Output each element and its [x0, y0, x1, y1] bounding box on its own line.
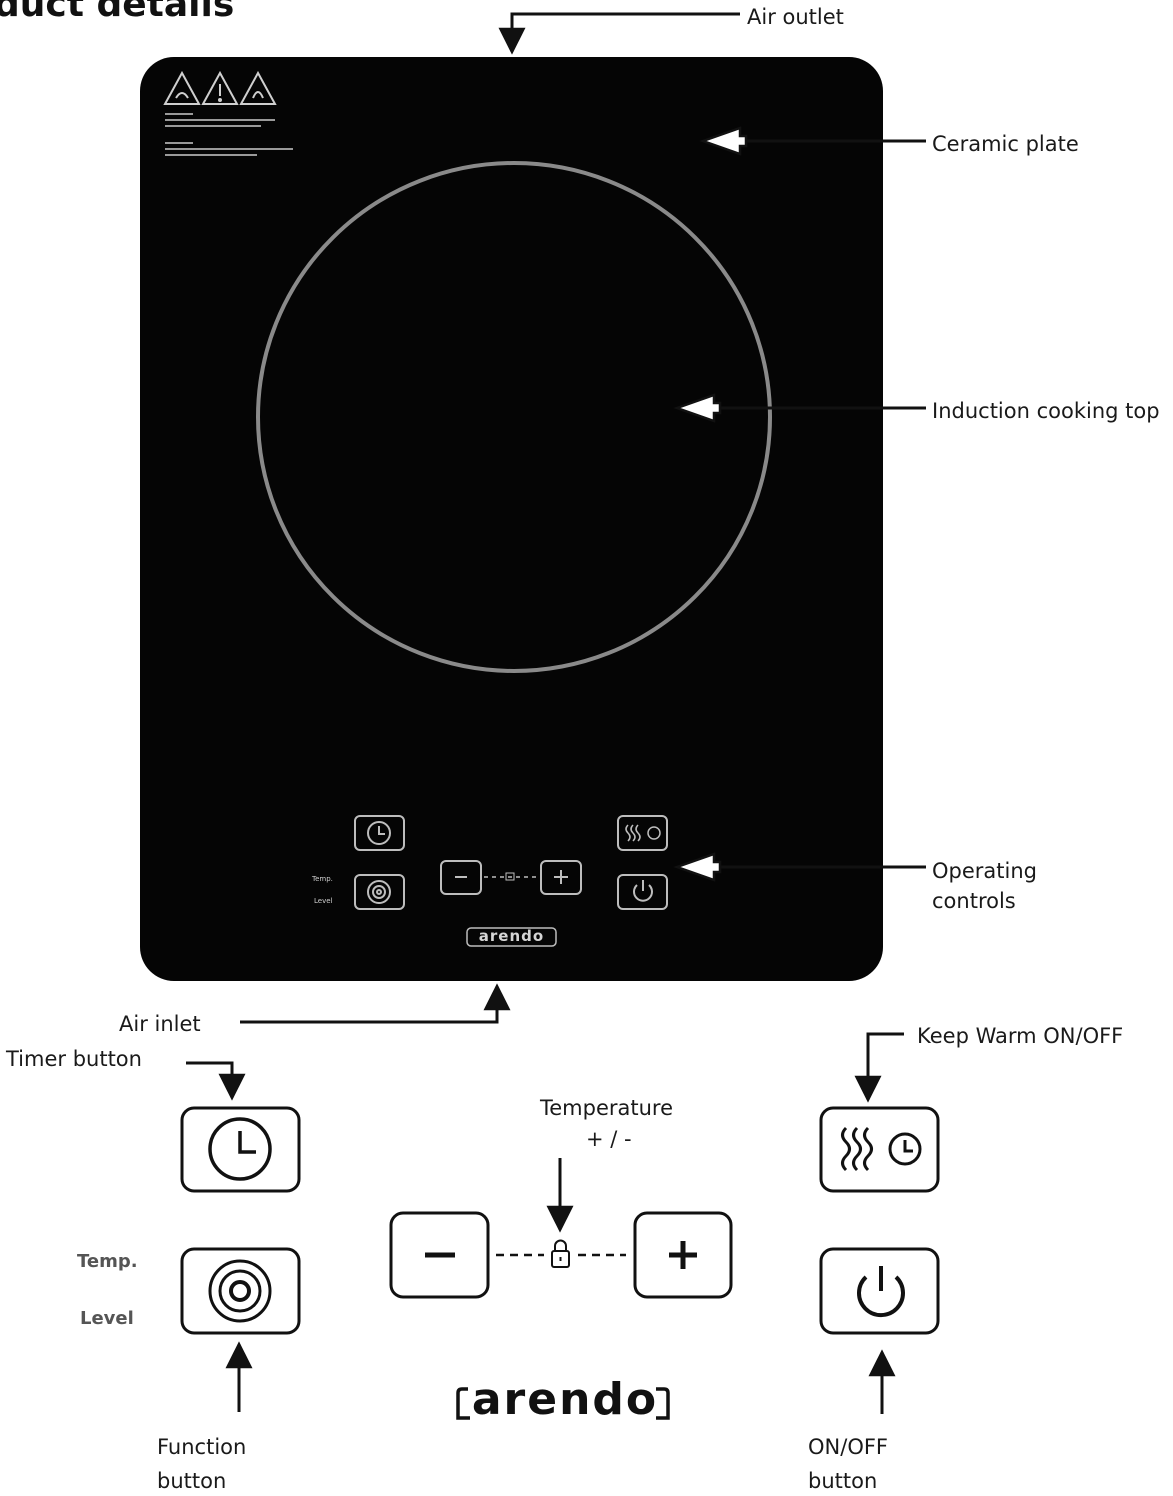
- ceramic-plate-label: Ceramic plate: [932, 132, 1079, 156]
- power-button-large: [819, 1247, 940, 1335]
- induction-top-arrow: [673, 393, 926, 423]
- air-outlet-label: Air outlet: [747, 5, 844, 29]
- air-inlet-leader: [240, 983, 511, 1024]
- clock-icon: [208, 1117, 272, 1181]
- plate-level-label: Level: [314, 897, 333, 905]
- brand-logo-frame: [456, 1387, 670, 1420]
- keep-warm-label: Keep Warm ON/OFF: [917, 1024, 1124, 1048]
- induction-top-label: Induction cooking top: [932, 399, 1160, 423]
- function-label-2: button: [157, 1469, 227, 1493]
- plate-brand-frame: [466, 927, 557, 947]
- section-title: duct details: [0, 0, 235, 25]
- warning-triangle-icon: [163, 70, 277, 105]
- temperature-label-2: + / -: [586, 1127, 632, 1151]
- power-icon: [857, 1266, 905, 1318]
- minus-button-large: [389, 1211, 490, 1299]
- lock-icon: [551, 1239, 570, 1268]
- function-button-large: [180, 1247, 301, 1335]
- ceramic-plate: [140, 57, 883, 981]
- plus-button-large: [633, 1211, 733, 1299]
- heat-waves-icon: [841, 1126, 873, 1172]
- air-inlet-label: Air inlet: [119, 1012, 201, 1036]
- function-label-1: Function: [157, 1435, 247, 1459]
- level-panel-label: Level: [80, 1308, 134, 1329]
- rings-icon: [208, 1259, 272, 1323]
- brand-logo: arendo: [471, 1374, 659, 1425]
- operating-controls-arrow: [673, 852, 926, 882]
- ceramic-plate-arrow: [699, 126, 926, 156]
- clock-icon: [888, 1132, 922, 1166]
- induction-ring: [256, 161, 772, 673]
- air-outlet-leader: [498, 12, 740, 55]
- timer-button-large: [180, 1106, 301, 1193]
- operating-controls-label-1: Operating: [932, 859, 1037, 883]
- plate-temp-label: Temp.: [312, 875, 333, 883]
- keep-warm-button-large: [819, 1106, 940, 1193]
- onoff-label-2: button: [808, 1469, 878, 1493]
- temp-panel-label: Temp.: [77, 1251, 138, 1272]
- warning-text-lines: [165, 113, 293, 156]
- timer-leader: [186, 1061, 246, 1101]
- temperature-label-1: Temperature: [540, 1096, 674, 1120]
- plate-brand-logo: arendo: [478, 927, 545, 945]
- operating-controls-label-2: controls: [932, 889, 1016, 913]
- keep-warm-leader: [854, 1032, 904, 1103]
- plus-icon: [669, 1241, 697, 1269]
- timer-button-label: Timer button: [6, 1047, 142, 1071]
- onoff-label-1: ON/OFF: [808, 1435, 889, 1459]
- plate-controls: [354, 815, 668, 910]
